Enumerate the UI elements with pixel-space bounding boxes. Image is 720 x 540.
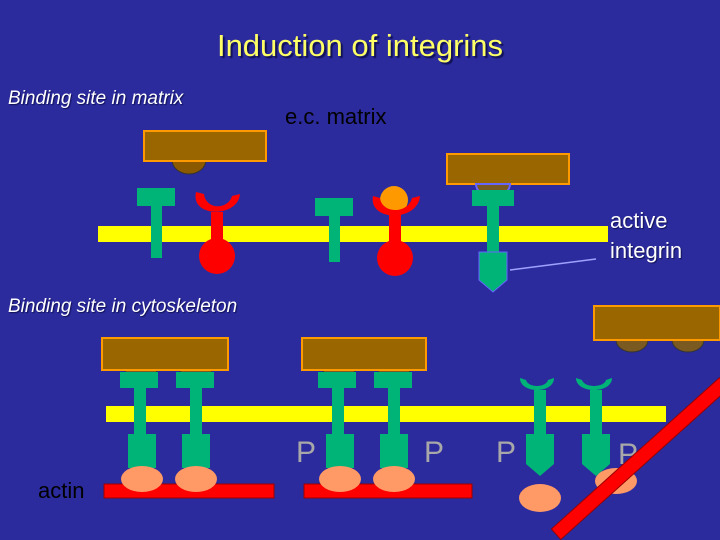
pointer-line — [509, 258, 597, 271]
integrin-pair-bound — [101, 337, 229, 468]
diagram-title: Induction of integrins — [216, 28, 504, 63]
integrin-inactive — [315, 198, 353, 262]
actin-binding-protein — [373, 466, 415, 492]
actin-filament-diagonal — [550, 377, 720, 540]
receptor-red — [195, 192, 240, 274]
phospho-label: P — [296, 436, 317, 469]
actin-binding-protein — [319, 466, 361, 492]
matrix-binding-site — [171, 159, 207, 175]
integrin-inactive — [137, 188, 175, 258]
label-active-integrin: active integrin — [610, 208, 683, 263]
receptor-red-ligand-bound — [372, 186, 420, 276]
integrin-pair-unbound — [520, 378, 612, 476]
label-binding-site-matrix: Binding site in matrix — [8, 88, 184, 109]
ligand — [380, 186, 408, 214]
integrin-active — [472, 183, 514, 293]
label-actin: actin — [38, 478, 85, 503]
actin-binding-protein — [175, 466, 217, 492]
integrin-pair-bound — [301, 337, 427, 468]
membrane-top — [98, 226, 608, 242]
phospho-label: P — [424, 436, 445, 469]
label-binding-site-cytoskeleton: Binding site in cytoskeleton — [8, 296, 238, 317]
label-ec-matrix: e.c. matrix — [285, 104, 387, 129]
phospho-label: P — [496, 436, 517, 469]
matrix-block-right — [446, 153, 570, 185]
actin-binding-protein — [519, 484, 561, 512]
actin-binding-protein — [121, 466, 163, 492]
matrix-block-left — [143, 130, 267, 162]
membrane-bottom — [106, 406, 666, 422]
matrix-block-bottom-right — [593, 305, 720, 353]
